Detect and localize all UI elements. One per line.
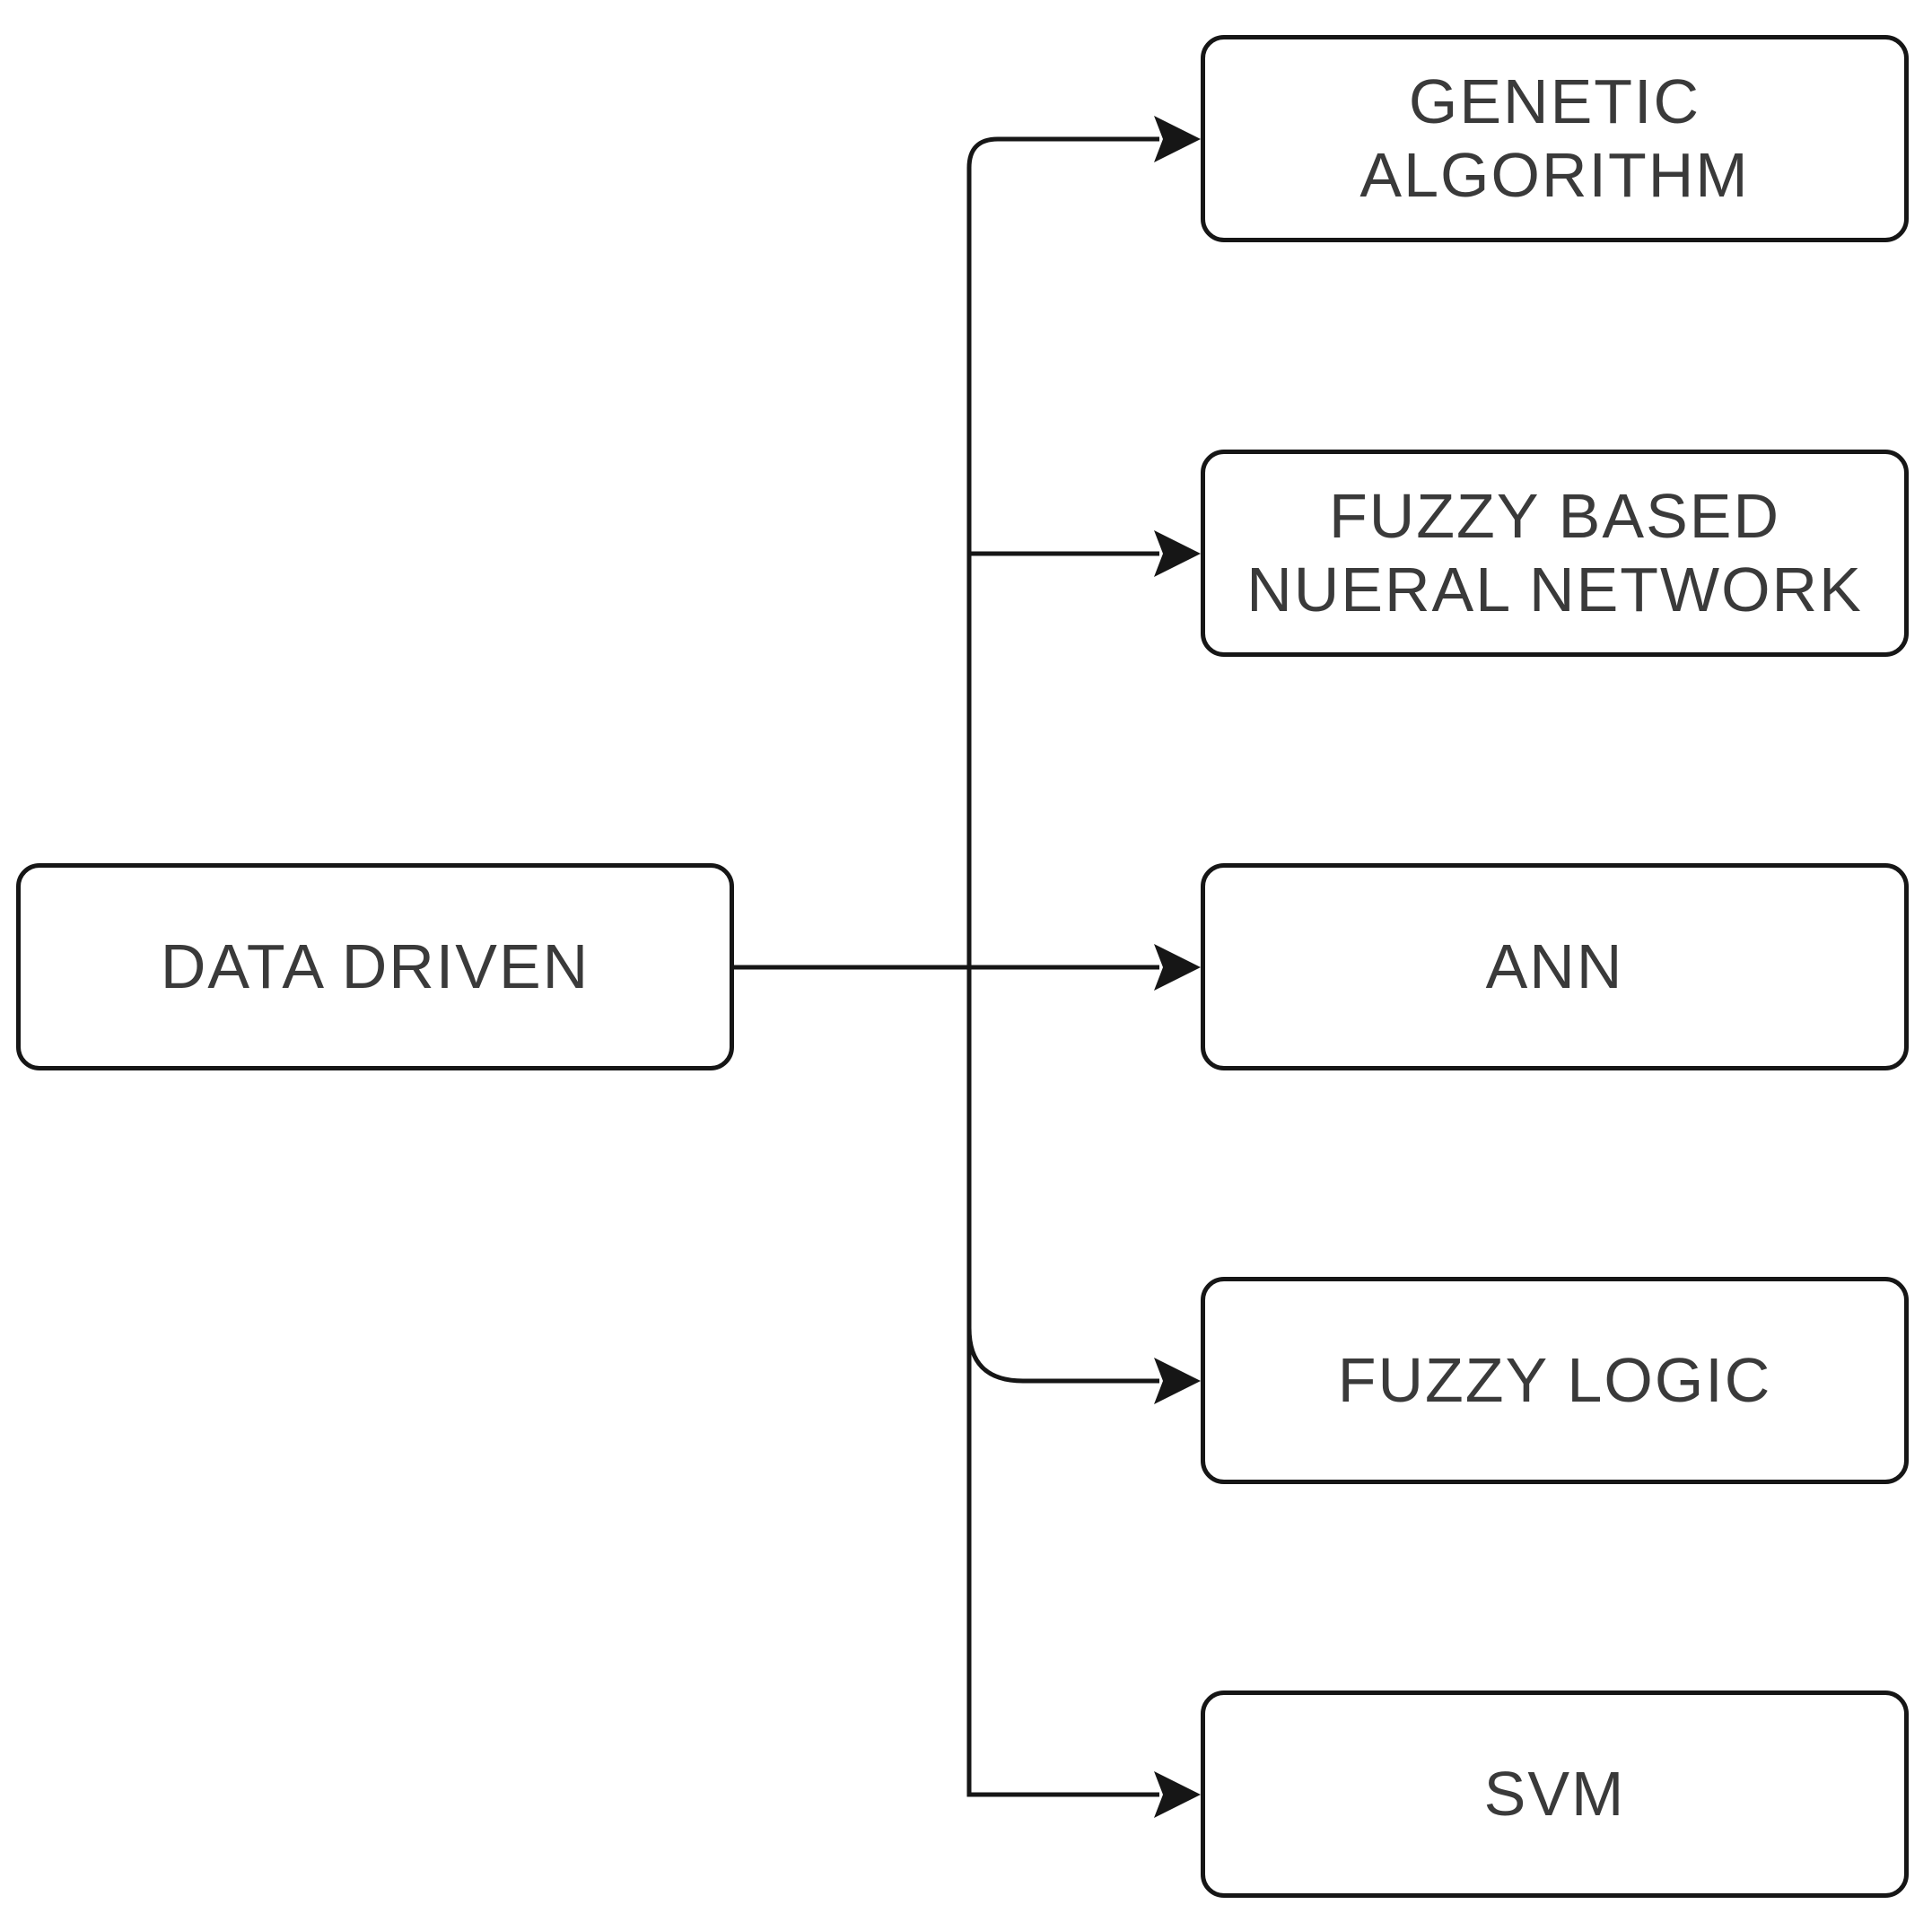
node-genetic-algorithm: GENETIC ALGORITHM: [1201, 35, 1909, 242]
node-fuzzy-nueral-network-label: FUZZY BASED NUERAL NETWORK: [1246, 481, 1863, 625]
node-svm-label: SVM: [1483, 1758, 1626, 1829]
connector-to-fuzzy-logic: [966, 1327, 1159, 1384]
node-data-driven-label: DATA DRIVEN: [160, 930, 590, 1001]
node-ann-label: ANN: [1485, 930, 1624, 1001]
node-genetic-algorithm-label: GENETIC ALGORITHM: [1359, 66, 1750, 210]
node-data-driven: DATA DRIVEN: [16, 863, 734, 1070]
connector-trunk: [966, 136, 1159, 1797]
node-ann: ANN: [1201, 863, 1909, 1070]
arrowhead-genetic-algorithm: [1154, 116, 1201, 162]
node-fuzzy-logic: FUZZY LOGIC: [1201, 1277, 1909, 1484]
arrowhead-fuzzy-logic: [1154, 1358, 1201, 1404]
arrowhead-svm: [1154, 1771, 1201, 1818]
node-fuzzy-logic-label: FUZZY LOGIC: [1337, 1344, 1772, 1415]
arrowhead-ann: [1154, 944, 1201, 991]
node-fuzzy-nueral-network: FUZZY BASED NUERAL NETWORK: [1201, 450, 1909, 657]
arrowhead-fuzzy-nueral-network: [1154, 530, 1201, 577]
node-svm: SVM: [1201, 1690, 1909, 1898]
